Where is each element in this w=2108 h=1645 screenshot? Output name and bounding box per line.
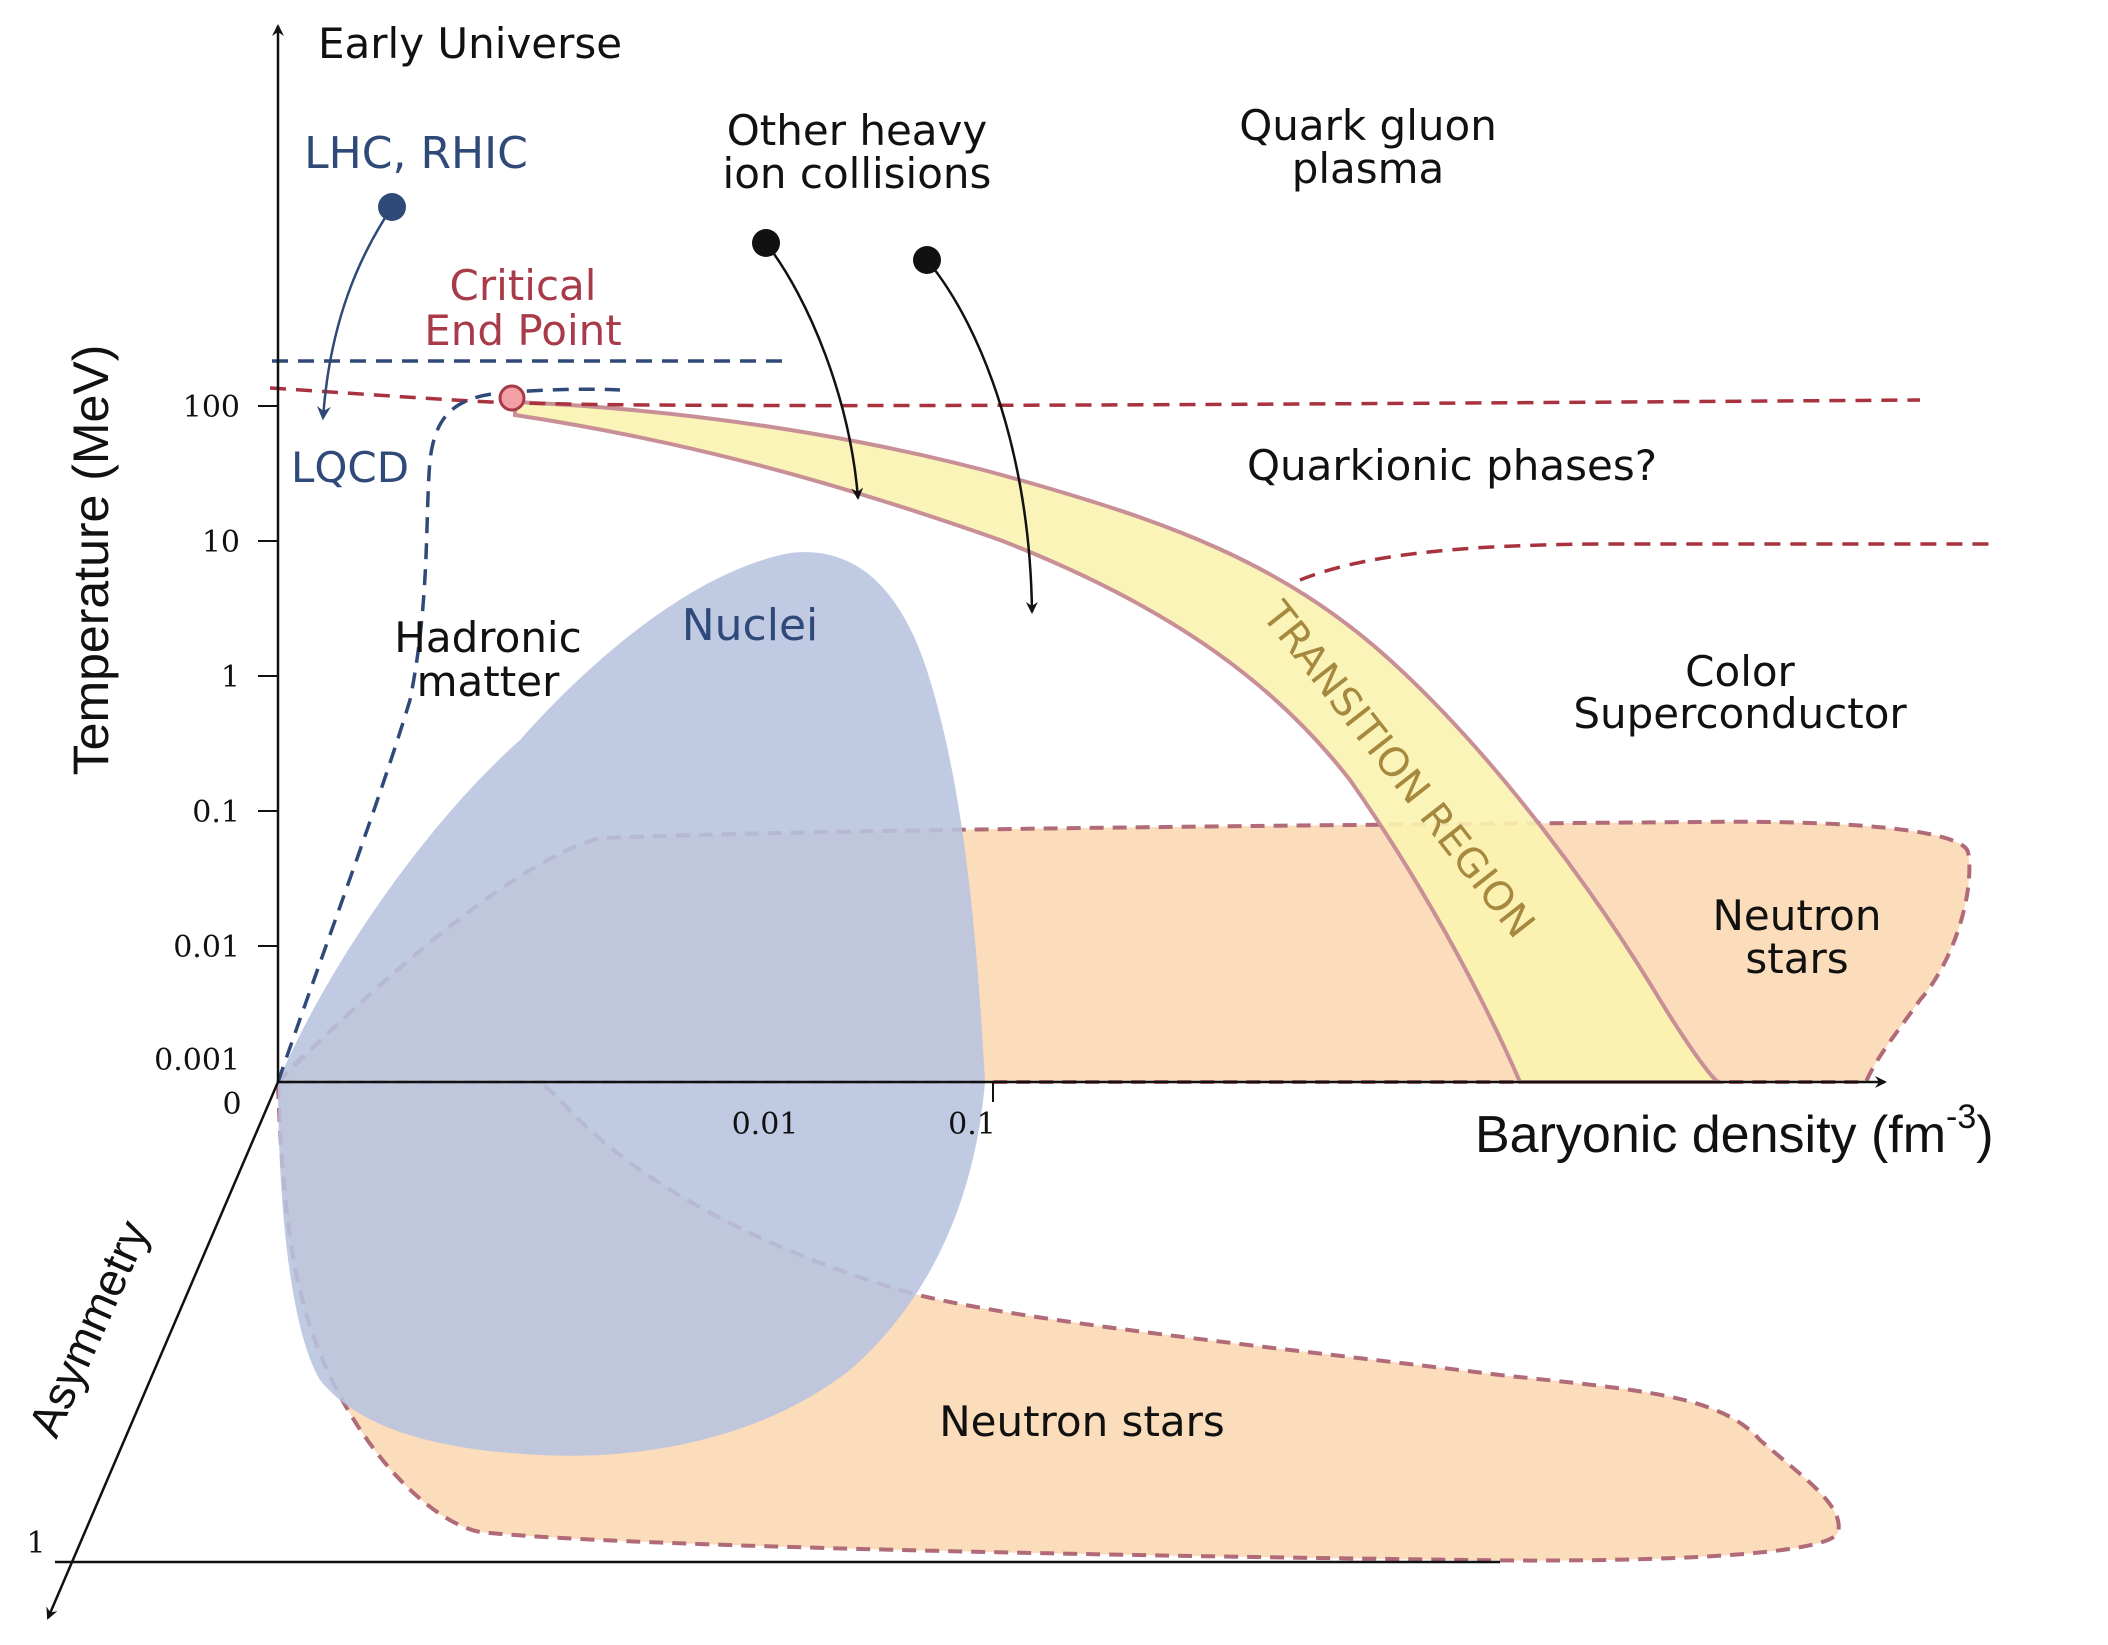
early-universe-label: Early Universe [318,19,622,68]
color-sc-label-line2: Superconductor [1573,689,1907,738]
t-tick-0.001: 0.001 [154,1043,240,1078]
t-tick-100: 100 [183,390,240,425]
neutron-stars-bottom-label: Neutron stars [939,1397,1225,1446]
asymmetry-axis [46,1081,280,1620]
d-tick-0.1: 0.1 [948,1107,996,1142]
t-tick-0.1: 0.1 [192,795,240,830]
t-tick-0.01: 0.01 [173,930,240,965]
lhc-arrow [316,206,394,421]
heavy-ion-arrow-2 [926,259,1038,614]
critical-label-line1: Critical [450,261,597,310]
origin-label: 0 [222,1087,241,1122]
quarkionic-label: Quarkionic phases? [1247,441,1657,490]
nuclei-label: Nuclei [682,600,819,651]
nuclei-region [278,552,985,1456]
hadronic-label-line2: matter [417,657,560,706]
critical-end-point [498,384,526,412]
lqcd-label: LQCD [291,443,409,492]
red-dashed-line-upper [269,386,1921,408]
qgp-label-line1: Quark gluon [1239,101,1497,150]
asym-tick-1: 1 [26,1526,45,1561]
d-tick-0.01: 0.01 [732,1107,799,1142]
lhc-rhic-label: LHC, RHIC [304,128,528,179]
neutron-stars-label-line1: Neutron [1712,891,1881,940]
heavy-ion-label-line1: Other heavy [727,106,988,155]
qgp-label-line2: plasma [1292,144,1445,193]
t-tick-1: 1 [221,660,240,695]
t-tick-10: 10 [202,525,240,560]
temperature-ticks [258,405,278,947]
critical-label-line2: End Point [424,306,621,355]
heavy-ion-arrow-1 [765,242,864,500]
heavy-ion-label-line2: ion collisions [723,149,992,198]
color-sc-label-line1: Color [1685,647,1795,696]
temperature-axis-title: Temperature (MeV) [63,345,119,776]
neutron-stars-label-line2: stars [1745,934,1848,983]
red-dashed-line-lower [1299,542,1995,582]
density-axis-title: Baryonic density (fm-3) [1475,1098,1994,1164]
hadronic-label-line1: Hadronic [394,613,581,662]
